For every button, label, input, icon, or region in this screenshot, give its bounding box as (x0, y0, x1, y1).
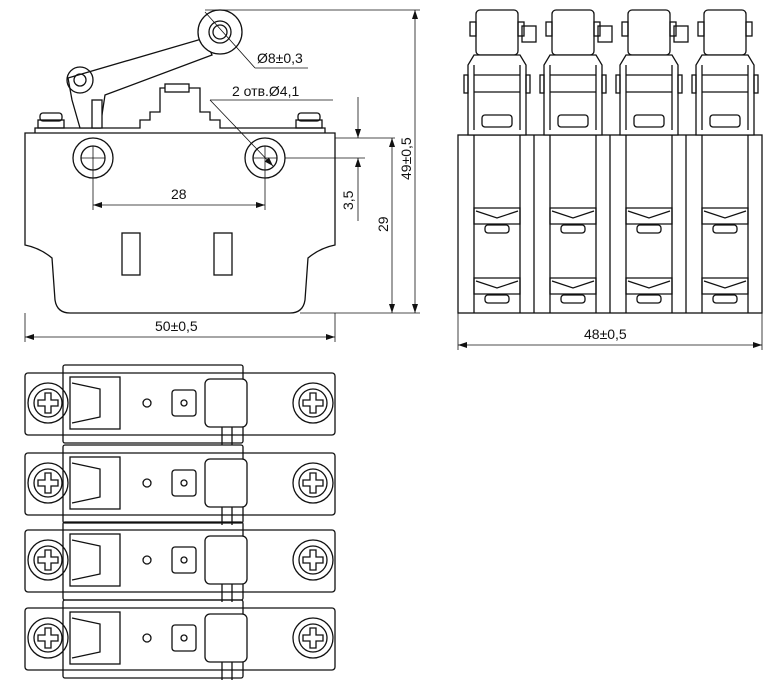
switch-body (24, 132, 336, 314)
terminal-screw-icon (560, 294, 586, 304)
terminal-slot (121, 232, 141, 276)
terminal-screw-icon (636, 224, 662, 234)
terminal-screw-icon (636, 294, 662, 304)
leader-line (209, 99, 274, 167)
phillips-screw-icon (27, 617, 69, 659)
roller-diameter-label: Ø8±0,3 (257, 50, 303, 66)
phillips-screw-icon (27, 539, 69, 581)
bottom-view (24, 364, 336, 680)
mount-screw (295, 112, 323, 129)
phillips-screw-icon (27, 382, 69, 424)
switch-module-bottom (24, 521, 336, 602)
switch-module-bottom (24, 599, 336, 680)
leader-line (204, 11, 256, 69)
total-height-label: 49±0,5 (398, 137, 414, 180)
hole-offset-label: 3,5 (340, 190, 356, 210)
terminal-screw-icon (712, 294, 738, 304)
switch-module-side (685, 9, 759, 313)
terminal-slot (213, 232, 233, 276)
switch-module-side (609, 9, 689, 313)
lever-arm (66, 37, 213, 129)
phillips-screw-icon (292, 382, 334, 424)
switch-module-side (533, 9, 613, 313)
switch-module-bottom (24, 364, 336, 445)
terminal-screw-icon (712, 224, 738, 234)
terminal-screw-icon (560, 224, 586, 234)
side-width-label: 48±0,5 (584, 326, 627, 342)
front-view: Ø8±0,3 2 отв.Ø4,1 28 3,5 29 49±0,5 50±0,… (24, 9, 420, 342)
terminal-screw-icon (484, 224, 510, 234)
roller (197, 9, 243, 55)
switch-module-bottom (24, 444, 336, 525)
hole-height-label: 29 (375, 216, 391, 232)
side-view: 48±0,5 (457, 9, 763, 350)
phillips-screw-icon (27, 462, 69, 504)
mount-screw (37, 112, 65, 129)
phillips-screw-icon (292, 617, 334, 659)
switch-module-side (463, 9, 537, 313)
phillips-screw-icon (292, 462, 334, 504)
terminal-screw-icon (484, 294, 510, 304)
width-label: 50±0,5 (155, 318, 198, 334)
hole-spacing-label: 28 (171, 186, 187, 202)
holes-label: 2 отв.Ø4,1 (232, 83, 299, 99)
phillips-screw-icon (292, 539, 334, 581)
